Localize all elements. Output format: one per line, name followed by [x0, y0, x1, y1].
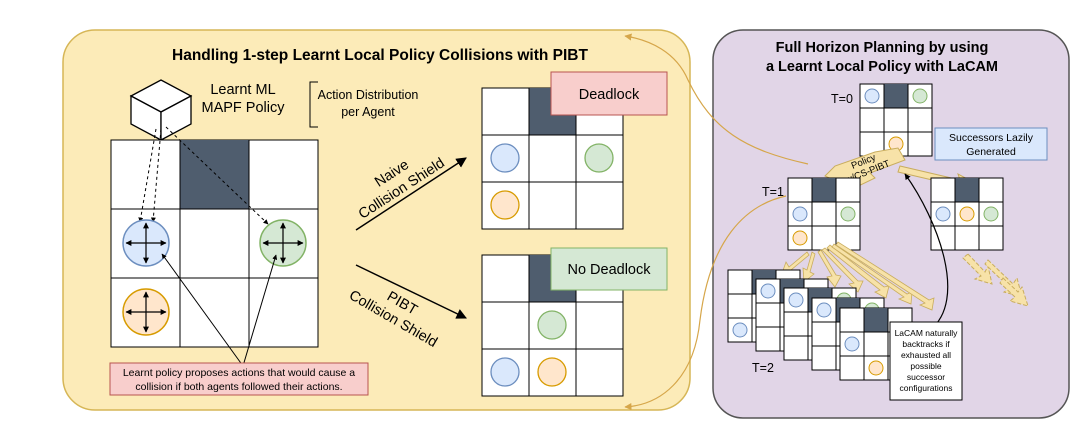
svg-text:configurations: configurations — [900, 383, 953, 393]
svg-text:backtracks if: backtracks if — [902, 339, 950, 349]
policy-dashed-arrows — [138, 126, 269, 225]
backtrack-note-text: LaCAM naturally backtracks if exhausted … — [895, 328, 959, 393]
collision-note-box — [109, 362, 369, 396]
collision-note-line1: Learnt policy proposes actions that woul… — [123, 367, 355, 379]
connector-bottom — [624, 195, 787, 411]
move-arrows-blue — [125, 222, 167, 264]
move-arrows-green — [262, 222, 304, 264]
model-label-line1: Learnt ML — [210, 82, 275, 98]
t1-label: T=1 — [762, 185, 784, 199]
note-pointer-lines — [161, 253, 278, 367]
svg-text:exhausted all: exhausted all — [901, 350, 951, 360]
no-deadlock-badge — [550, 247, 668, 291]
lazy-successor-dashed-arrows — [962, 253, 1029, 307]
connector-top — [624, 33, 809, 165]
deadlock-label: Deadlock — [579, 87, 640, 103]
naive-shield-arrow — [355, 157, 467, 231]
successors-line1: Successors Lazily — [949, 132, 1034, 144]
obstacle-cell — [180, 140, 249, 209]
right-panel-title-line2: a Learnt Local Policy with LaCAM — [766, 59, 998, 75]
right-panel-title-line1: Full Horizon Planning by using — [776, 40, 989, 56]
successors-box — [934, 127, 1048, 161]
t0-label: T=0 — [831, 92, 853, 106]
output-label-line1: Action Distribution — [318, 88, 419, 102]
move-arrows-orange — [125, 291, 167, 333]
t0-grid — [859, 83, 933, 157]
t2-label: T=2 — [752, 361, 774, 375]
svg-text:successor: successor — [907, 372, 945, 382]
successors-line2: Generated — [966, 146, 1016, 158]
svg-text:LaCAM naturally: LaCAM naturally — [895, 328, 959, 338]
collision-note-line2: collision if both agents followed their … — [135, 381, 342, 393]
pibt-shield-arrow — [355, 264, 467, 319]
svg-text:possible: possible — [910, 361, 941, 371]
output-bracket — [309, 81, 318, 128]
no-deadlock-label: No Deadlock — [567, 262, 651, 278]
t1-grid-a — [787, 177, 861, 251]
output-label-line2: per Agent — [341, 105, 395, 119]
left-panel-title: Handling 1-step Learnt Local Policy Coll… — [172, 47, 589, 64]
t2-fan-arrows — [780, 241, 935, 311]
model-label-line2: MAPF Policy — [202, 100, 286, 116]
t1-grid-b — [930, 177, 1004, 251]
backtrack-note-box — [889, 321, 963, 401]
ml-model-cube-icon — [129, 79, 193, 142]
deadlock-badge — [550, 71, 668, 116]
backtrack-arrow — [904, 173, 949, 331]
